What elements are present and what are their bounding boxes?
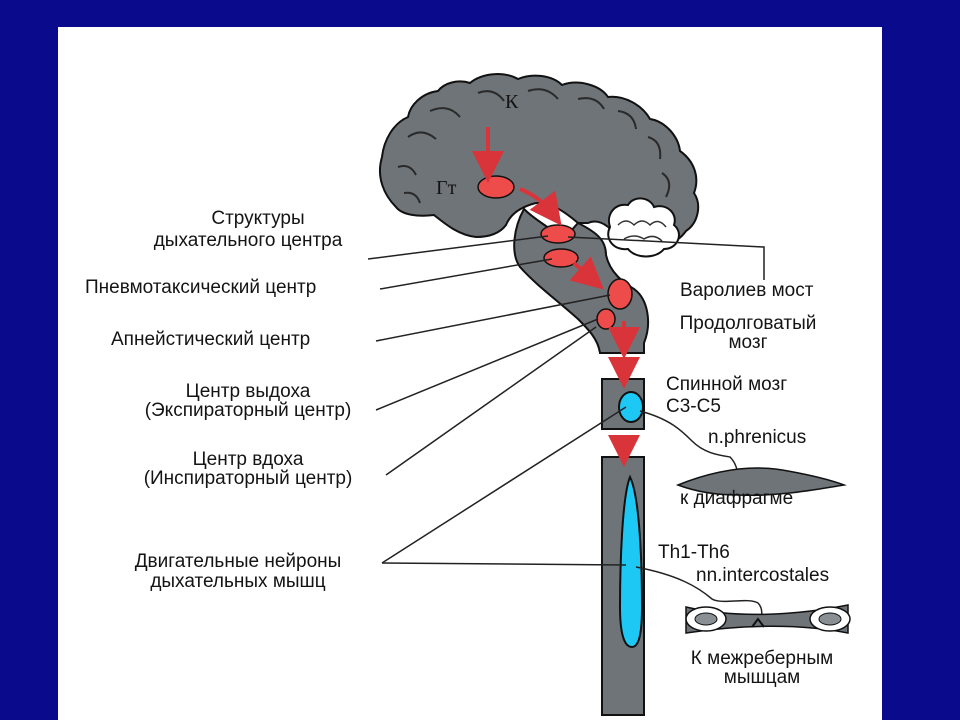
respiratory-center-diagram [367, 73, 851, 716]
th-segment-label: Th1-Th6 [658, 542, 730, 563]
pneumotaxic-nucleus [540, 224, 576, 244]
to-intercostal-label-2: мышцам [723, 667, 801, 688]
expiratory-nucleus [607, 278, 633, 310]
medulla-label-1: Продолговатый [679, 313, 817, 334]
hypothalamus-label: Гт [436, 177, 457, 199]
to-intercostal-label-1: К межреберным [690, 648, 834, 669]
leader-lines [367, 235, 765, 566]
phrenicus-label: n.phrenicus [708, 427, 807, 448]
expiratory-label-2: (Экспираторный центр) [144, 400, 352, 421]
pneumotaxic-label: Пневмотаксический центр [85, 277, 317, 298]
motor-neurons-label-1: Двигательные нейроны [134, 551, 342, 572]
inspiratory-nucleus [596, 308, 616, 330]
cortex-label: К [505, 91, 519, 113]
resp-structures-label-1: Структуры [211, 208, 305, 229]
diaphragm-muscle [675, 467, 847, 497]
rib-cross-sections [685, 606, 851, 632]
spinal-cord-label-1: Спинной мозг [666, 374, 788, 395]
phrenic-nerve [639, 410, 739, 480]
spinal-cord-label-2: С3-С5 [666, 396, 721, 417]
expiratory-label-1: Центр выдоха [185, 381, 311, 402]
inspiratory-label-2: (Инспираторный центр) [143, 468, 353, 489]
inspiratory-label-1: Центр вдоха [192, 449, 304, 470]
to-diaphragm-label: к диафрагме [680, 488, 794, 509]
intercostal-motor-column [618, 474, 644, 649]
intercostal-muscles [685, 604, 849, 634]
intercostales-label: nn.intercostales [696, 565, 830, 586]
phrenic-nucleus [618, 391, 644, 423]
apneustic-label: Апнейстический центр [111, 329, 311, 350]
descending-arrows [472, 127, 640, 467]
pons-label: Варолиев мост [680, 280, 814, 301]
hypothalamus-nucleus [477, 175, 515, 199]
medulla-label-2: мозг [728, 332, 768, 353]
slide: К Гт Структуры дыхательного центра Пневм… [58, 27, 882, 720]
resp-structures-label-2: дыхательного центра [153, 230, 343, 251]
motor-neurons-label-2: дыхательных мышц [150, 571, 326, 592]
